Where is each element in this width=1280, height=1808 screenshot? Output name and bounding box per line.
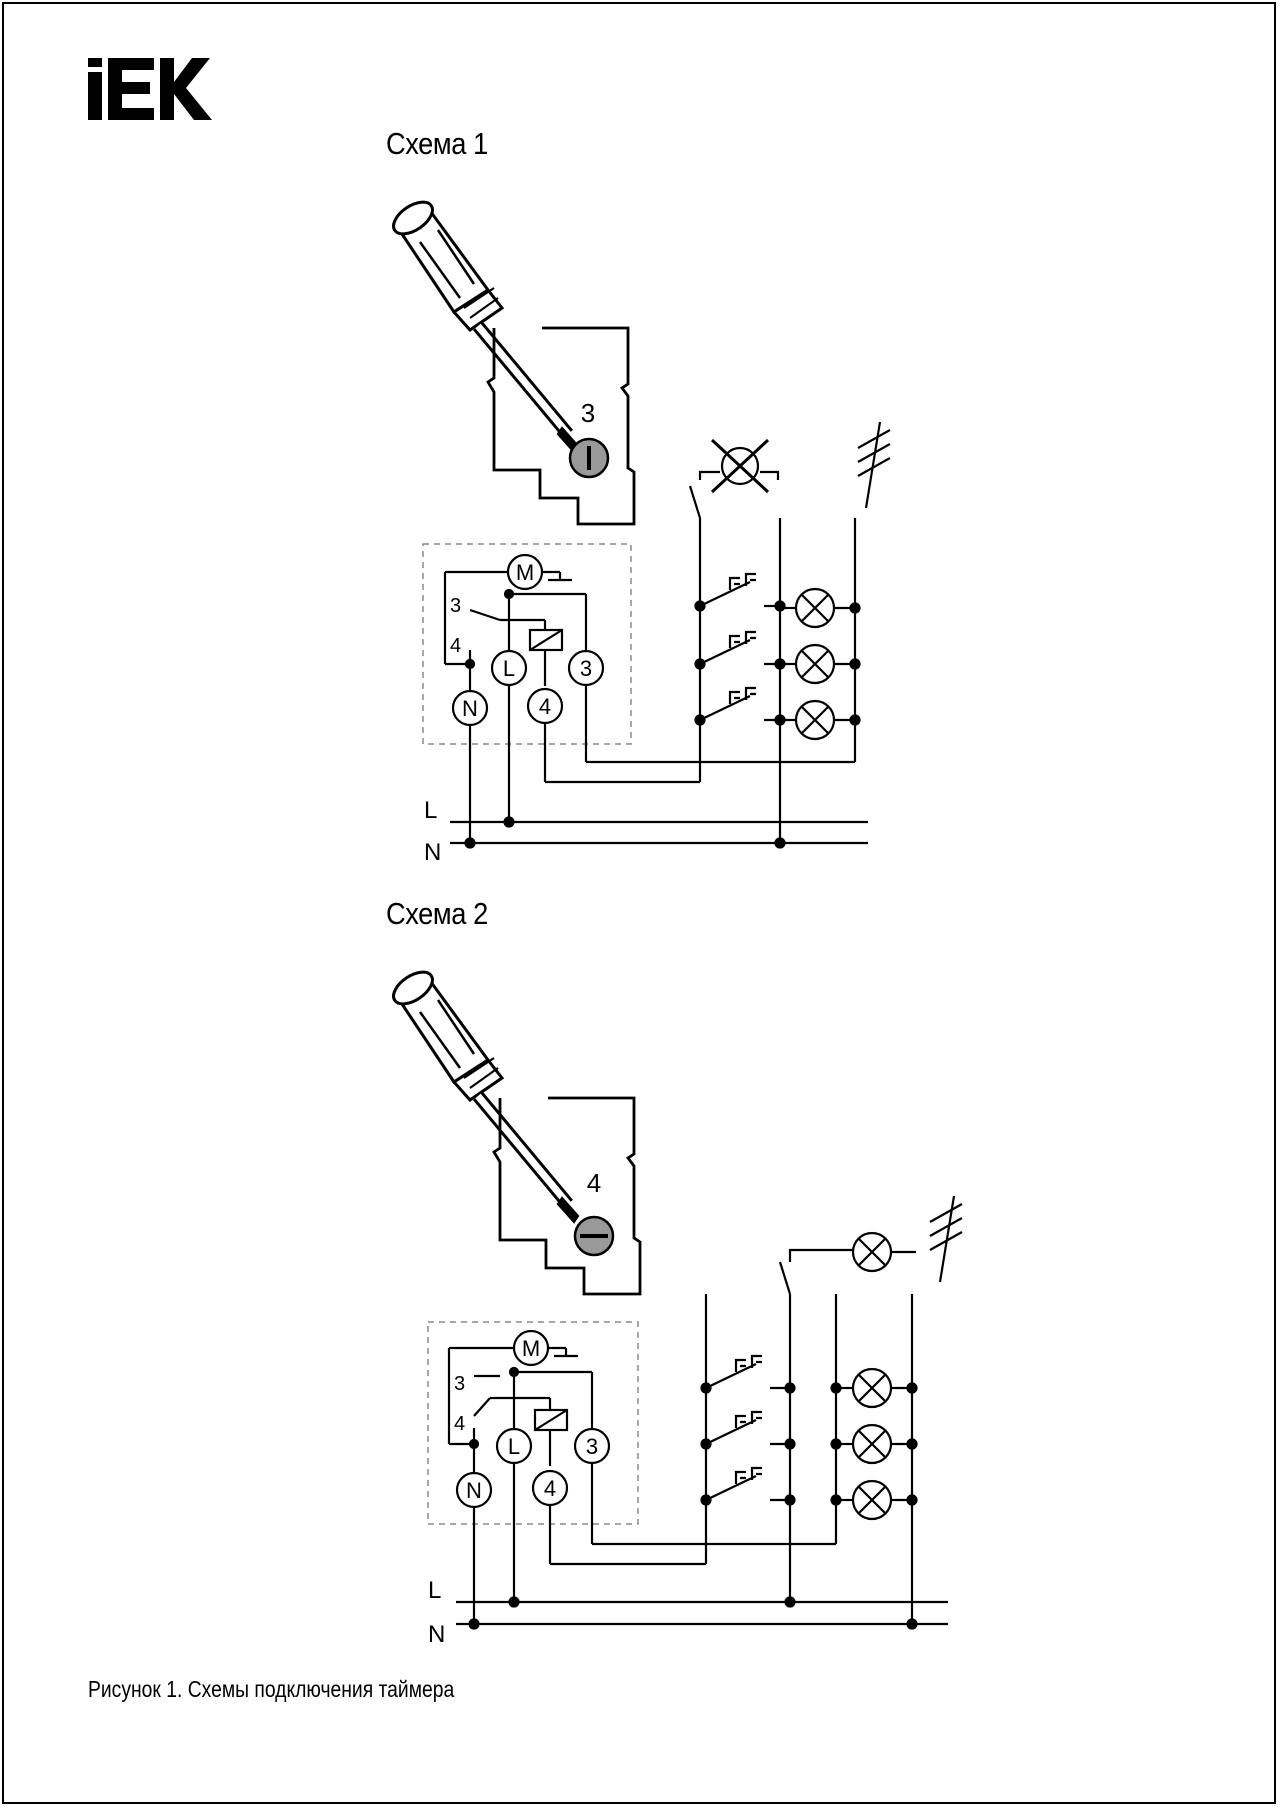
- lamp-2: [830, 1423, 918, 1465]
- screwdriver-icon: [388, 966, 578, 1222]
- terminal-3-label: 3: [580, 656, 592, 681]
- lamp-3: [780, 699, 861, 741]
- terminal-m-label: M: [522, 1336, 540, 1361]
- screw-label-1: 3: [581, 398, 595, 428]
- scheme-1: [388, 196, 891, 849]
- terminal-m-label: M: [516, 560, 534, 585]
- lamp-2: [780, 643, 861, 685]
- bus-n-label: N: [428, 1621, 445, 1648]
- switched-lamp-icon: [788, 1231, 916, 1273]
- contact-4-label: 4: [450, 635, 461, 657]
- terminal-4-label: 4: [544, 1476, 556, 1501]
- supply-hatch-icon: [929, 1195, 963, 1283]
- contact-4-label: 4: [454, 1413, 465, 1435]
- terminal-4-label: 4: [539, 694, 551, 719]
- push-button-3: [700, 1466, 796, 1506]
- scheme-2-title: Схема 2: [386, 896, 488, 931]
- bus-l-label: L: [424, 797, 437, 824]
- lamp-3: [830, 1479, 918, 1521]
- bus-n-label: N: [424, 839, 441, 866]
- terminal-n-label: N: [466, 1478, 482, 1503]
- figure-caption: Рисунок 1. Схемы подключения таймера: [88, 1676, 455, 1702]
- timer-internal-box: [427, 1321, 639, 1525]
- crossed-supply-icon: [857, 421, 891, 509]
- contact-3-label: 3: [450, 595, 461, 617]
- timer-internal-box: [422, 543, 632, 745]
- push-button-1: [700, 1354, 796, 1394]
- lamp-1: [830, 1367, 918, 1409]
- screw-label-2: 4: [587, 1168, 601, 1198]
- scheme-1-title: Схема 1: [386, 126, 488, 161]
- terminal-l-label: L: [508, 1434, 520, 1459]
- contact-3-label: 3: [454, 1373, 465, 1395]
- push-button-2: [700, 1410, 796, 1450]
- push-button-3: [694, 686, 786, 726]
- timer-housing: [486, 326, 636, 526]
- push-button-2: [694, 630, 786, 670]
- crossed-lamp-icon: [698, 438, 780, 494]
- push-button-1: [694, 572, 786, 612]
- timer-housing: [492, 1096, 642, 1296]
- scheme-2: [388, 966, 963, 1630]
- terminal-3-label: 3: [586, 1434, 598, 1459]
- bus-l-label: L: [428, 1577, 441, 1604]
- terminal-n-label: N: [462, 696, 478, 721]
- screwdriver-icon: [388, 196, 578, 452]
- lamp-1: [780, 587, 861, 629]
- terminal-l-label: L: [503, 656, 515, 681]
- iek-logo: [88, 58, 212, 120]
